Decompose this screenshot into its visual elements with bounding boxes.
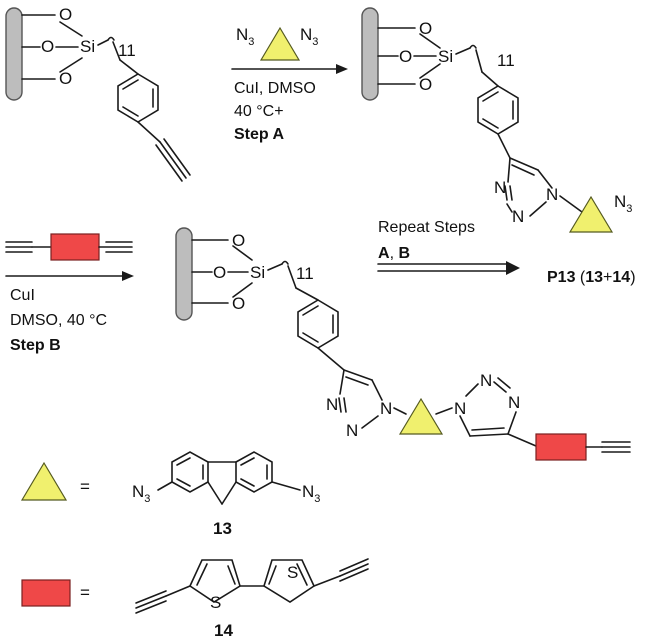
azide-label: N3 [302,482,320,505]
arrow-head-icon [122,271,134,281]
fluorene-structure [157,451,301,505]
triazole-ring: N N N [454,371,520,437]
oxygen-label: O [232,294,245,313]
surface-alkyne-start: O O O Si 11 [5,5,191,182]
bithiophene-structure [135,558,369,614]
step-b-reaction-arrow: CuI DMSO, 40 °C Step B [5,233,134,354]
compound-13-number: 13 [213,519,232,538]
nitrogen-label: N [380,399,392,418]
nitrogen-label: N [546,185,558,204]
azide-right-label: N3 [300,25,318,48]
nitrogen-label: N [480,371,492,390]
step-a-reaction-arrow: N3 N3 CuI, DMSO 40 °C+ Step A [231,25,348,143]
product-label: P13 (13+14) [547,269,636,286]
legend-compound-14: = S S 14 [21,558,369,640]
step-a-reagent-line2: 40 °C+ [234,103,284,120]
oxygen-label: O [213,263,226,282]
chain-length-label: 11 [296,264,314,283]
step-b-label: Step B [10,337,61,354]
step-b-reagent-line2: DMSO, 40 °C [10,312,107,329]
oxygen-label: O [399,47,412,66]
oxygen-label: O [59,69,72,88]
nitrogen-label: N [326,395,338,414]
benzene-ring [477,85,519,135]
nitrogen-label: N [494,178,506,197]
surface-bar [361,7,379,101]
oxygen-label: O [232,231,245,250]
azide-label: N3 [132,482,150,505]
triazole-ring: N N N [326,369,392,440]
azide-left-label: N3 [236,25,254,48]
legend-compound-13: = N3 N3 13 [20,451,320,538]
arrow-head-icon [506,261,520,275]
nitrogen-label: N [508,393,520,412]
alkyne-triple-bond [155,138,191,182]
nitrogen-label: N [454,399,466,418]
nitrogen-label: N [346,421,358,440]
oxygen-label: O [41,37,54,56]
chain-length-label: 11 [497,51,515,70]
sulfur-label: S [287,563,298,582]
silicon-label: Si [438,47,453,66]
step-a-label: Step A [234,126,285,143]
azide-label: N3 [614,192,632,215]
silicon-label: Si [80,37,95,56]
benzene-ring [117,73,159,123]
repeat-steps-label: Repeat Steps [378,219,475,236]
sulfur-label: S [210,593,221,612]
repeat-steps-ab: A, B [378,245,410,262]
nitrogen-label: N [512,207,524,226]
equals-sign: = [80,477,90,496]
rectangle-linker-icon [21,579,71,607]
compound-14-number: 14 [214,621,233,640]
surface-bar [5,7,23,101]
arrow-head-icon [336,64,348,74]
surface-azide-product: O O O Si 11 N N N N3 [361,7,632,233]
silicon-label: Si [250,263,265,282]
triangle-linker-icon [568,195,614,233]
surface-alkyne-product: O O O Si 11 N N N [175,227,631,461]
triangle-linker-icon [20,461,68,501]
equals-sign: = [80,583,90,602]
oxygen-label: O [419,19,432,38]
triangle-linker-icon [259,26,301,61]
chain-length-label: 11 [118,41,136,60]
oxygen-label: O [59,5,72,24]
rectangle-linker-icon [535,433,587,461]
oxygen-label: O [419,75,432,94]
triazole-ring: N N N [494,157,558,226]
triangle-linker-icon [398,397,444,435]
surface-bar [175,227,193,321]
repeat-steps-arrow: Repeat Steps A, B [377,219,520,275]
step-b-reagent-line1: CuI [10,287,35,304]
rectangle-linker-icon [50,233,100,261]
step-a-reagent-line1: CuI, DMSO [234,80,316,97]
benzene-ring [297,299,339,349]
